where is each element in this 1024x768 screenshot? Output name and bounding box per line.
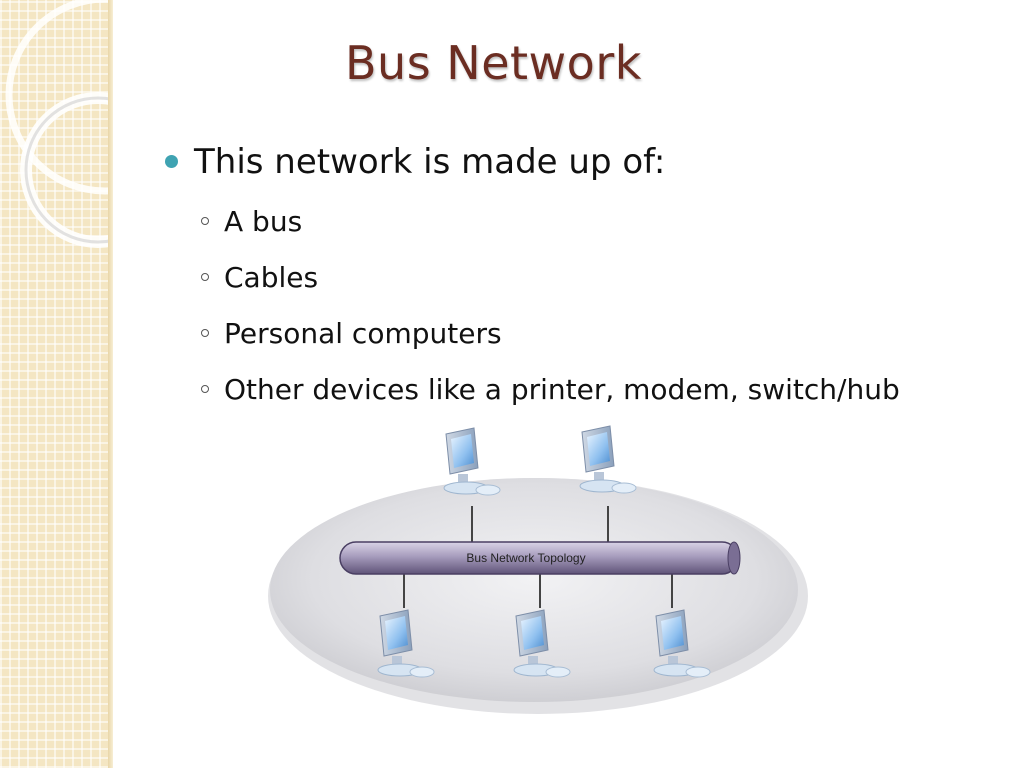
ring-bullet-icon xyxy=(201,385,209,393)
sub-bullet-item: Other devices like a printer, modem, swi… xyxy=(194,362,900,418)
computer-icon xyxy=(579,425,637,494)
bullet-dot-icon xyxy=(165,155,178,168)
sub-bullet-text: Other devices like a printer, modem, swi… xyxy=(224,373,900,406)
sub-bullet-item: A bus xyxy=(194,194,900,250)
sub-bullet-item: Personal computers xyxy=(194,306,900,362)
bus-label: Bus Network Topology xyxy=(466,551,585,565)
sub-bullet-text: A bus xyxy=(224,205,303,238)
ring-bullet-icon xyxy=(201,217,209,225)
sub-bullet-item: Cables xyxy=(194,250,900,306)
sidebar-edge xyxy=(108,0,113,768)
sub-bullet-text: Personal computers xyxy=(224,317,502,350)
bullet-item: This network is made up of: A bus Cables… xyxy=(162,140,900,418)
sidebar-decoration xyxy=(0,0,113,768)
slide-title: Bus Network xyxy=(345,36,642,90)
decorative-circles xyxy=(5,0,113,248)
sub-bullet-list: A bus Cables Personal computers Other de… xyxy=(194,194,900,418)
bus-cable: Bus Network Topology xyxy=(339,541,741,575)
ring-bullet-icon xyxy=(201,273,209,281)
bullet-text: This network is made up of: xyxy=(194,142,666,182)
ring-bullet-icon xyxy=(201,329,209,337)
sub-bullet-text: Cables xyxy=(224,261,319,294)
computer-icon xyxy=(443,427,501,496)
bus-network-diagram: Bus Network Topology xyxy=(268,425,808,714)
bullet-list: This network is made up of: A bus Cables… xyxy=(162,140,900,418)
